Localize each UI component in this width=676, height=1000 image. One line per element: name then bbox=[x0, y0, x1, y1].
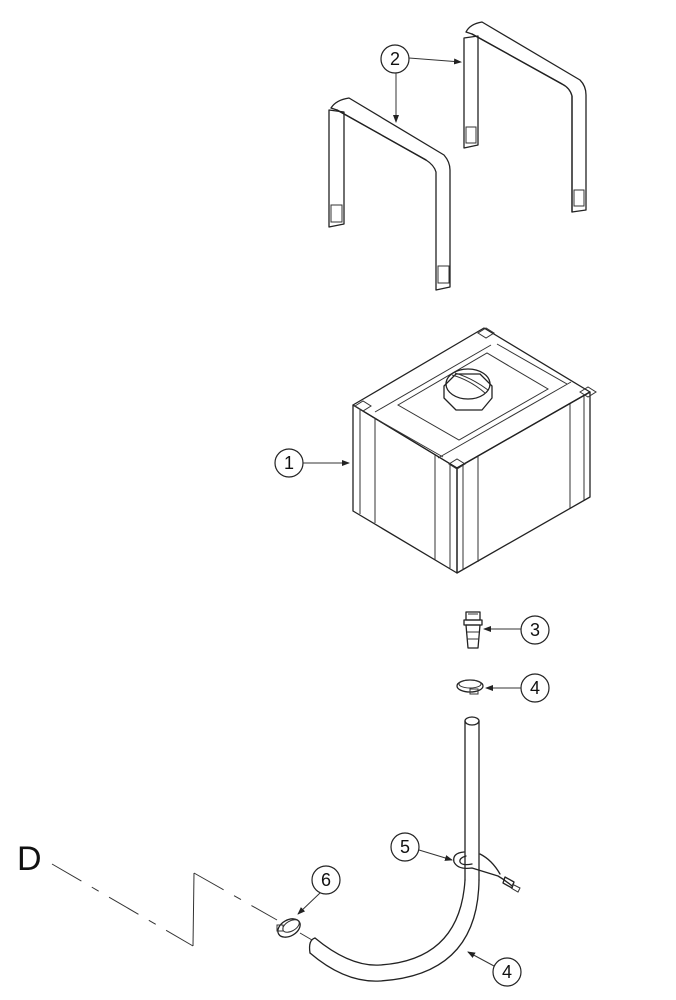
hose-clamp-upper bbox=[456, 679, 484, 695]
strap-rear bbox=[463, 21, 587, 213]
strap-front bbox=[328, 97, 451, 291]
callout-1: 1 bbox=[274, 448, 350, 478]
callout-4b: 6 bbox=[297, 865, 341, 915]
connection-label: D bbox=[17, 840, 42, 878]
hose bbox=[308, 716, 480, 982]
callout-4a-number: 4 bbox=[530, 678, 540, 698]
callout-3-number: 3 bbox=[530, 620, 540, 640]
tank bbox=[352, 327, 597, 574]
cable-tie bbox=[453, 851, 521, 893]
connection-line bbox=[51, 863, 313, 947]
callout-2-number: 2 bbox=[390, 49, 400, 69]
callout-4b-number: 6 bbox=[321, 870, 331, 890]
tank-cap bbox=[443, 368, 493, 411]
callout-6-number: 5 bbox=[400, 837, 410, 857]
callout-1-number: 1 bbox=[284, 453, 294, 473]
hose-clamp-lower bbox=[276, 918, 301, 938]
fitting bbox=[463, 611, 483, 649]
callout-6: 5 bbox=[390, 832, 453, 862]
callout-5: 4 bbox=[467, 951, 522, 987]
callout-3: 3 bbox=[483, 615, 550, 645]
callout-2: 2 bbox=[380, 44, 462, 123]
callout-5-number: 4 bbox=[502, 962, 512, 982]
callout-4a: 4 bbox=[485, 673, 550, 703]
